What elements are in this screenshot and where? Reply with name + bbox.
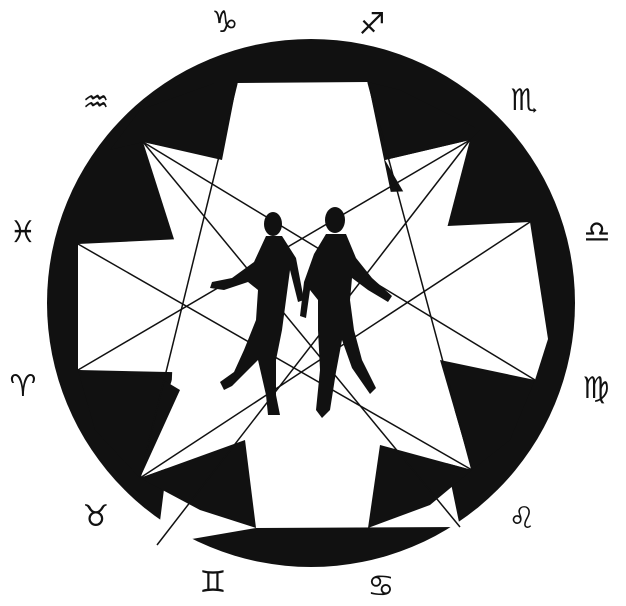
taurus-glyph: ♉ [83, 499, 110, 534]
libra-glyph: ♎ [584, 215, 611, 250]
virgo-glyph: ♍ [583, 371, 610, 406]
aries-glyph: ♈ [10, 369, 37, 404]
scorpio-glyph: ♏ [511, 83, 538, 118]
cancer-glyph: ♋ [368, 569, 395, 604]
sagittarius-glyph: ♐ [359, 7, 386, 42]
gemini-glyph: ♊ [200, 565, 227, 600]
aquarius-glyph: ♒ [83, 85, 110, 120]
leo-glyph: ♌ [509, 501, 536, 536]
pisces-glyph: ♓ [10, 215, 37, 250]
figure-right-head [325, 207, 345, 233]
figure-left-head [264, 212, 282, 236]
capricorn-glyph: ♑ [212, 5, 239, 40]
